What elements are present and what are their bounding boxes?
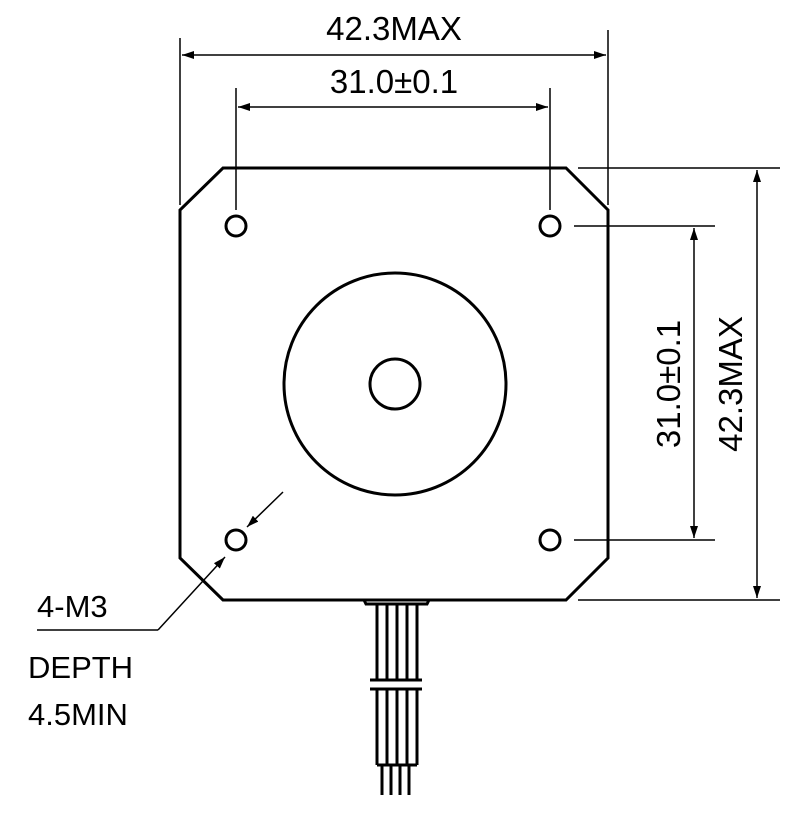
mounting-hole-bottom-left	[224, 528, 248, 552]
hole-callout-leader: 4-M3 DEPTH 4.5MIN	[28, 491, 284, 732]
depth-value-label: 4.5MIN	[28, 697, 128, 732]
motor-body-outline	[178, 166, 610, 602]
motor-boss	[282, 271, 508, 497]
mounting-hole-top-left	[224, 214, 248, 238]
mounting-hole-bottom-right	[538, 528, 562, 552]
right-dimension-inner: 31.0±0.1	[574, 225, 715, 541]
thread-callout-label: 4-M3	[37, 589, 108, 624]
top-inner-dimension-label: 31.0±0.1	[330, 63, 458, 100]
top-outer-dimension-label: 42.3MAX	[326, 10, 462, 47]
lead-wires	[362, 599, 431, 795]
motor-shaft	[368, 357, 422, 411]
right-inner-dimension-label: 31.0±0.1	[650, 320, 687, 448]
right-dimension-outer: 42.3MAX	[578, 167, 780, 601]
right-outer-dimension-label: 42.3MAX	[712, 316, 749, 452]
mounting-hole-top-right	[538, 214, 562, 238]
depth-label: DEPTH	[28, 650, 133, 685]
top-dimension-inner: 31.0±0.1	[235, 63, 551, 210]
top-dimension-outer: 42.3MAX	[179, 10, 609, 205]
